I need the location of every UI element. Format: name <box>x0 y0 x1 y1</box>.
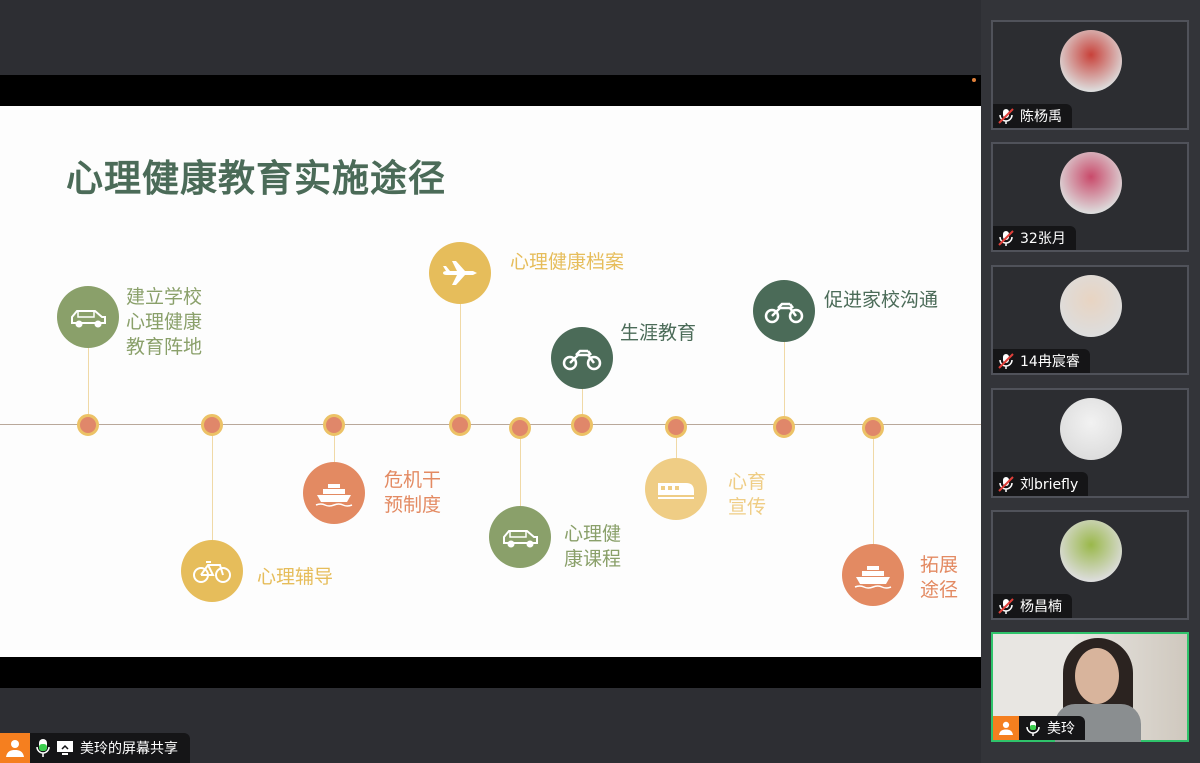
participant-tile[interactable]: 32张月 <box>991 142 1189 252</box>
microphone-icon[interactable] <box>36 738 50 758</box>
timeline-dot <box>665 416 687 438</box>
user-icon <box>0 733 30 763</box>
avatar <box>1060 398 1122 460</box>
bicycle-icon <box>181 540 243 602</box>
airplane-icon <box>429 242 491 304</box>
timeline-label: 拓展 途径 <box>920 554 959 601</box>
timeline-label: 危机干 预制度 <box>384 469 442 516</box>
participant-name: 14冉宸睿 <box>1020 354 1080 370</box>
screen-share-icon <box>57 741 73 755</box>
avatar <box>1060 152 1122 214</box>
mic-muted-icon <box>998 598 1014 614</box>
mic-muted-icon <box>998 353 1014 369</box>
participant-name: 刘briefly <box>1020 477 1079 493</box>
screen-share-bar: 美玲的屏幕共享 <box>0 733 190 763</box>
timeline-dot <box>509 417 531 439</box>
timeline-connector <box>520 428 521 537</box>
timeline-connector <box>784 311 785 427</box>
timeline-label: 生涯教育 <box>620 322 697 344</box>
participant-name: 32张月 <box>1020 231 1066 247</box>
timeline-connector <box>582 358 583 425</box>
motorcycle-icon <box>551 327 613 389</box>
mic-muted-icon <box>998 476 1014 492</box>
timeline-axis <box>0 424 981 425</box>
slide-title: 心理健康教育实施途径 <box>66 157 446 200</box>
name-tag: 美玲 <box>993 716 1085 740</box>
timeline-connector <box>460 273 461 425</box>
slide-bottom-letterbox <box>0 657 981 688</box>
avatar <box>1060 275 1122 337</box>
timeline-dot <box>862 417 884 439</box>
timeline-dot <box>201 414 223 436</box>
timeline-connector <box>212 425 213 571</box>
participant-name: 陈杨禹 <box>1020 109 1062 125</box>
timeline-label: 心理健康档案 <box>510 251 625 273</box>
slide-top-letterbox <box>0 75 981 106</box>
timeline-dot <box>323 414 345 436</box>
train-icon <box>645 458 707 520</box>
participant-tile[interactable]: 杨昌楠 <box>991 510 1189 620</box>
timeline-label: 促进家校沟通 <box>824 289 939 311</box>
timeline-label: 建立学校 心理健康 教育阵地 <box>126 286 203 358</box>
participant-tile[interactable]: 刘briefly <box>991 388 1189 498</box>
timeline-connector <box>88 317 89 425</box>
car-icon <box>489 506 551 568</box>
timeline-dot <box>773 416 795 438</box>
screen-share-label: 美玲的屏幕共享 <box>80 741 178 757</box>
microphone-icon <box>1026 721 1040 736</box>
timeline-dot <box>571 414 593 436</box>
participant-tile[interactable]: 14冉宸睿 <box>991 265 1189 375</box>
mic-muted-icon <box>998 108 1014 124</box>
mic-muted-icon <box>998 230 1014 246</box>
ship-icon <box>842 544 904 606</box>
timeline-dot <box>77 414 99 436</box>
shared-slide: 心理健康教育实施途径 建立学校 心理健康 教育阵地心理辅导 危机干 预制度 心理健康… <box>0 106 981 657</box>
name-tag: 陈杨禹 <box>993 104 1072 128</box>
name-tag: 刘briefly <box>993 472 1089 496</box>
timeline-dot <box>449 414 471 436</box>
user-icon <box>993 716 1019 740</box>
timeline-label: 心育 宣传 <box>728 471 767 518</box>
participant-tile[interactable]: 美玲 <box>991 632 1189 742</box>
name-tag: 14冉宸睿 <box>993 349 1090 373</box>
participant-tile[interactable]: 陈杨禹 <box>991 20 1189 130</box>
avatar <box>1060 520 1122 582</box>
timeline-label: 心理健 康课程 <box>564 523 622 570</box>
name-tag: 杨昌楠 <box>993 594 1072 618</box>
participant-name: 美玲 <box>1047 721 1075 737</box>
timeline-connector <box>873 428 874 575</box>
car-icon <box>57 286 119 348</box>
avatar <box>1060 30 1122 92</box>
timeline-connector <box>334 425 335 493</box>
indicator-dot <box>972 78 976 82</box>
motorcycle-icon <box>753 280 815 342</box>
ship-icon <box>303 462 365 524</box>
timeline-label: 心理辅导 <box>257 566 334 588</box>
participant-name: 杨昌楠 <box>1020 599 1062 615</box>
name-tag: 32张月 <box>993 226 1076 250</box>
